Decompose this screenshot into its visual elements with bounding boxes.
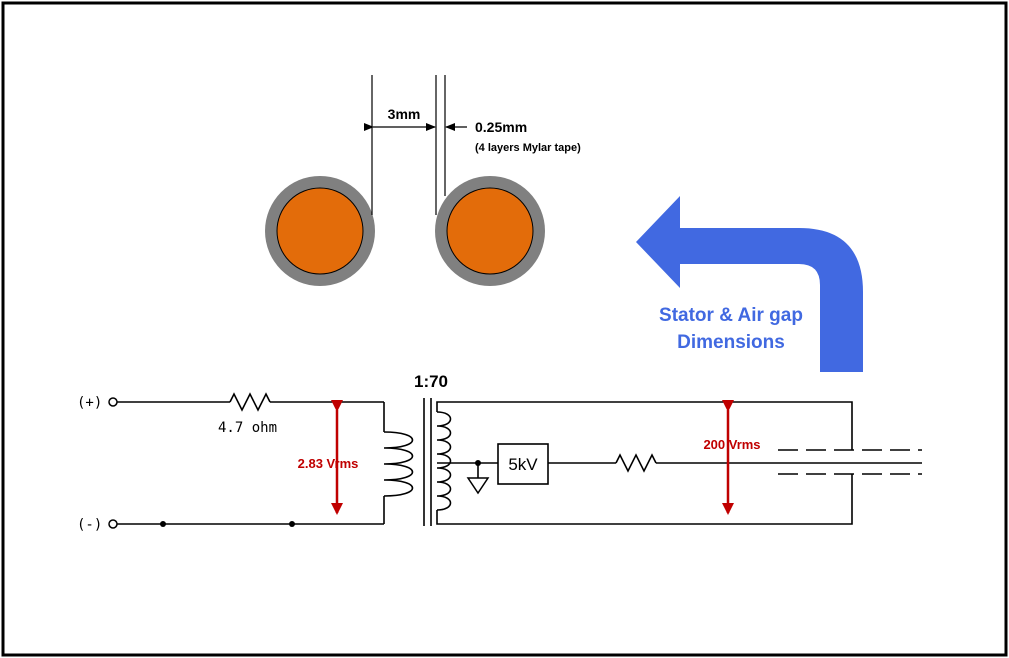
terminal-negative-label: (-) bbox=[77, 517, 102, 533]
callout-title-line1: Stator & Air gap bbox=[659, 305, 803, 326]
conductor-left-core bbox=[276, 187, 364, 275]
terminal-positive-label: (+) bbox=[77, 395, 102, 411]
callout-title-line2: Dimensions bbox=[677, 332, 785, 353]
terminal-positive bbox=[108, 397, 118, 407]
hv-box-label: 5kV bbox=[508, 455, 538, 474]
hv-box bbox=[497, 443, 549, 485]
primary-resistor-label: 4.7 ohm bbox=[218, 420, 277, 436]
secondary-bottom-wire bbox=[436, 474, 853, 525]
junction-dot-1 bbox=[160, 521, 166, 527]
junction-dot-2 bbox=[289, 521, 295, 527]
conductor-left bbox=[265, 176, 375, 286]
secondary-voltage-label: 200 Vrms bbox=[703, 437, 760, 452]
primary-resistor bbox=[229, 392, 271, 412]
terminal-negative bbox=[108, 519, 118, 529]
insulation-dimension-label: 0.25mm bbox=[475, 119, 527, 135]
primary-voltage-label: 2.83 Vrms bbox=[298, 456, 359, 471]
conductor-right bbox=[435, 176, 545, 286]
secondary-coil bbox=[436, 411, 452, 511]
gap-dimension-label: 3mm bbox=[388, 106, 421, 122]
callout-arrow bbox=[636, 196, 863, 372]
primary-coil bbox=[383, 431, 414, 497]
insulation-note: (4 layers Mylar tape) bbox=[475, 142, 581, 154]
conductor-right-core bbox=[446, 187, 534, 275]
secondary-top-wire bbox=[436, 401, 853, 450]
secondary-resistor bbox=[615, 453, 657, 473]
turns-ratio-label: 1:70 bbox=[414, 372, 448, 391]
ground-symbol bbox=[466, 477, 490, 495]
circuit-schematic: (+) (-) 4.7 ohm 1:70 5kV bbox=[77, 372, 922, 533]
